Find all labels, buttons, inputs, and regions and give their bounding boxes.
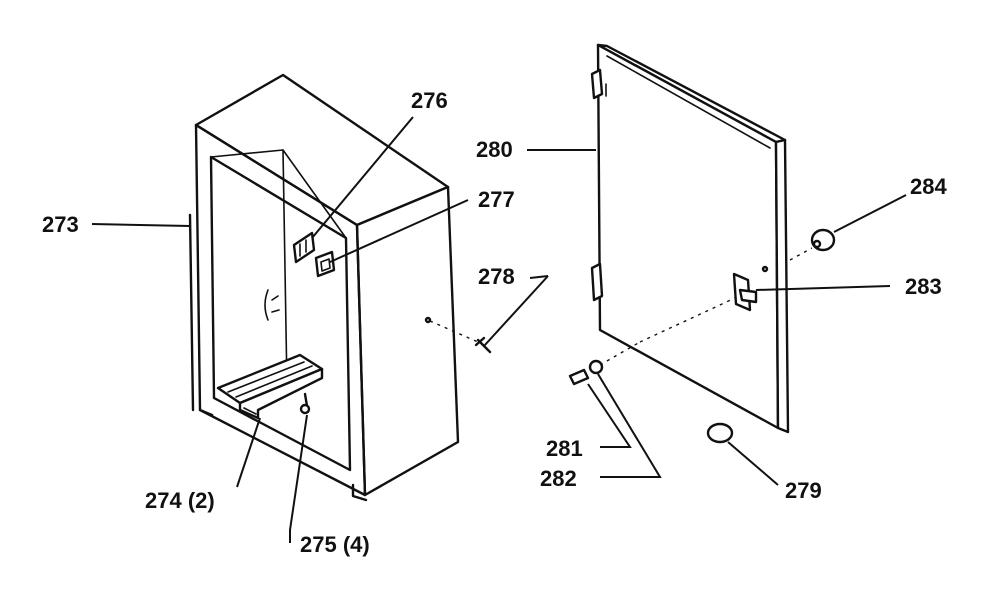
door-panel bbox=[590, 43, 790, 434]
bumper bbox=[706, 422, 734, 444]
callout-280: 280 bbox=[476, 137, 513, 162]
screw-275 bbox=[299, 392, 311, 415]
latch-parts bbox=[292, 231, 336, 278]
callout-279: 279 bbox=[785, 478, 822, 503]
leader-lines bbox=[91, 116, 907, 543]
shelf-bracket bbox=[216, 353, 324, 420]
door-catch bbox=[732, 265, 769, 312]
callout-282: 282 bbox=[540, 466, 577, 491]
callout-273: 273 bbox=[42, 212, 79, 237]
callout-276: 276 bbox=[411, 88, 448, 113]
door-screws bbox=[568, 297, 736, 386]
callout-284: 284 bbox=[910, 174, 947, 199]
cabinet-body bbox=[188, 73, 460, 502]
callout-277: 277 bbox=[478, 187, 515, 212]
callout-278: 278 bbox=[478, 264, 515, 289]
callout-281: 281 bbox=[546, 436, 583, 461]
callout-274: 274 (2) bbox=[145, 488, 215, 513]
callout-275: 275 (4) bbox=[300, 532, 370, 557]
callout-283: 283 bbox=[905, 274, 942, 299]
door-knob bbox=[789, 228, 836, 261]
